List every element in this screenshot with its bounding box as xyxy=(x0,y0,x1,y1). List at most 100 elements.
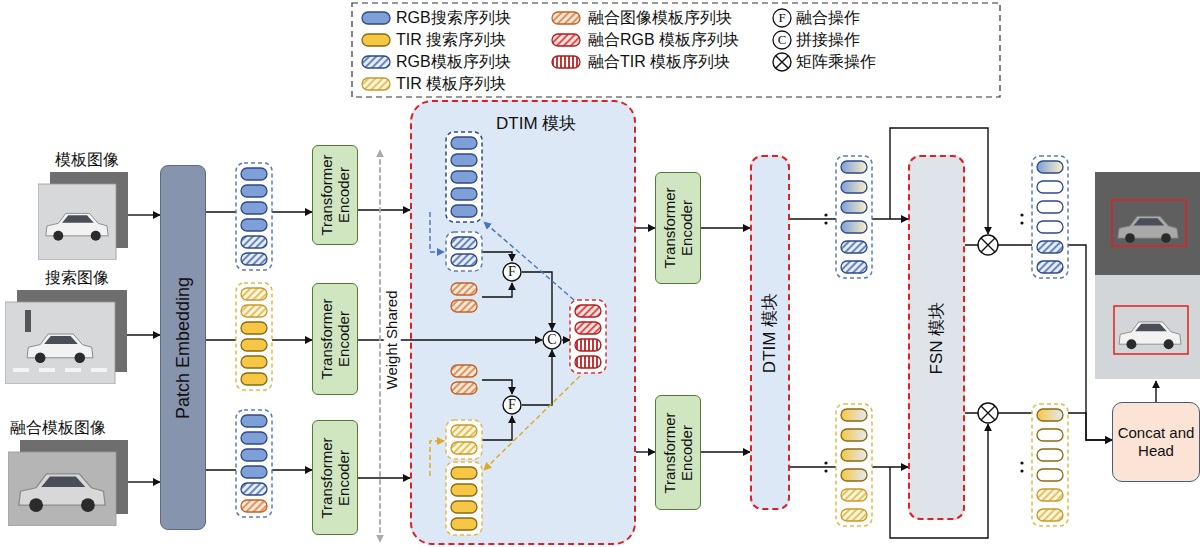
token-stack-outline xyxy=(1032,156,1068,278)
token-block xyxy=(1037,221,1063,233)
token-block xyxy=(841,509,867,521)
legend-sample xyxy=(362,34,390,46)
car-wheel xyxy=(1164,339,1174,349)
token-block xyxy=(451,365,477,377)
road-stripe xyxy=(91,368,107,372)
token-block xyxy=(451,171,477,183)
token-block xyxy=(451,188,477,200)
tracking-box xyxy=(1112,200,1186,246)
token-block xyxy=(451,382,477,394)
token-block xyxy=(575,322,601,334)
flow-arrow xyxy=(128,214,160,215)
car-figure xyxy=(27,334,93,363)
token-stack-outline xyxy=(1032,404,1068,526)
token-stack-outline xyxy=(446,132,482,222)
operator-letter: F xyxy=(508,398,516,412)
flow-arrow xyxy=(358,477,410,478)
matmul-symbol xyxy=(978,235,998,255)
car-figure xyxy=(1118,216,1178,242)
label-holder: Weight Shared xyxy=(384,288,401,393)
wire xyxy=(482,416,512,440)
flow-arrow xyxy=(636,451,655,452)
token-stack xyxy=(446,360,482,399)
token-stack-outline xyxy=(446,360,482,399)
rgb-image xyxy=(5,302,115,384)
road-stripe xyxy=(13,368,29,372)
matmul-symbol xyxy=(773,53,791,71)
legend-sample xyxy=(773,31,791,49)
car-window xyxy=(62,215,94,222)
ellipsis-dot xyxy=(1020,461,1023,464)
token-stack-outline xyxy=(570,300,606,373)
token-stack-outline xyxy=(446,278,482,317)
token-block xyxy=(841,469,867,481)
operator-outline xyxy=(503,263,521,281)
wire xyxy=(482,252,512,261)
token-block xyxy=(241,202,267,214)
legend-item: 融合图像模板序列块 xyxy=(588,8,732,28)
legend-item: RGB模板序列块 xyxy=(396,52,511,72)
car-figure xyxy=(19,474,105,512)
legend-sample xyxy=(362,12,390,24)
wire xyxy=(1155,381,1156,402)
legend-item: 矩阵乘操作 xyxy=(796,52,876,72)
process-band: DTIM 模块 xyxy=(750,155,790,510)
ellipsis-dot xyxy=(1020,221,1023,224)
matmul-symbol xyxy=(776,56,789,69)
module-region: DTIM 模块FFC xyxy=(410,100,636,545)
wire xyxy=(482,283,512,297)
legend-symbol xyxy=(773,31,791,49)
module-label: Patch Embedding xyxy=(173,171,194,524)
wire xyxy=(484,222,574,300)
wire xyxy=(484,376,580,470)
token-stack xyxy=(446,462,482,535)
car-window xyxy=(1134,218,1165,225)
token-block xyxy=(451,154,477,166)
legend-sample xyxy=(552,56,580,68)
operator-outline xyxy=(543,331,561,349)
image-caption: 搜索图像 xyxy=(5,268,127,288)
token-block xyxy=(451,283,477,295)
road-stripe xyxy=(65,368,81,372)
token-block xyxy=(1037,261,1063,273)
flow-arrow xyxy=(636,227,655,228)
image-illustration xyxy=(5,290,127,384)
operator-circle: F xyxy=(502,395,522,415)
tracking-box xyxy=(1114,306,1188,354)
token-block xyxy=(241,373,267,385)
module-title: DTIM 模块 xyxy=(496,112,634,135)
token-block xyxy=(841,181,867,193)
token-block xyxy=(841,261,867,273)
token-block xyxy=(451,137,477,149)
token-stack-outline xyxy=(446,232,482,271)
token-block xyxy=(575,339,601,351)
legend-item: 融合操作 xyxy=(796,8,860,28)
ellipsis-dot xyxy=(824,213,827,216)
token-stack-outline xyxy=(236,163,272,270)
flow-arrow xyxy=(128,481,160,482)
image-node: 搜索图像 xyxy=(5,268,127,384)
legend-sample xyxy=(362,78,390,90)
car-wheel xyxy=(29,498,43,512)
token-stack xyxy=(446,132,482,222)
ellipsis-dot xyxy=(824,461,827,464)
flow-arrow xyxy=(522,272,552,330)
token-block xyxy=(241,185,267,197)
matmul-symbol xyxy=(981,238,995,252)
legend-sample xyxy=(362,56,390,68)
token-stack-outline xyxy=(836,404,872,526)
token-block xyxy=(451,425,477,437)
head-label: Concat and Head xyxy=(1117,424,1195,460)
token-block xyxy=(1037,489,1063,501)
legend-swatch xyxy=(362,78,390,90)
token-block xyxy=(241,356,267,368)
image-node: 模板图像 xyxy=(38,150,128,260)
module-label: Transformer Encoder xyxy=(318,151,353,239)
token-stack xyxy=(446,420,482,459)
token-stack xyxy=(1032,156,1068,278)
token-block xyxy=(1037,161,1063,173)
wire xyxy=(562,339,570,340)
rotated-text: Transformer Encoder xyxy=(318,151,353,239)
token-block xyxy=(1037,409,1063,421)
